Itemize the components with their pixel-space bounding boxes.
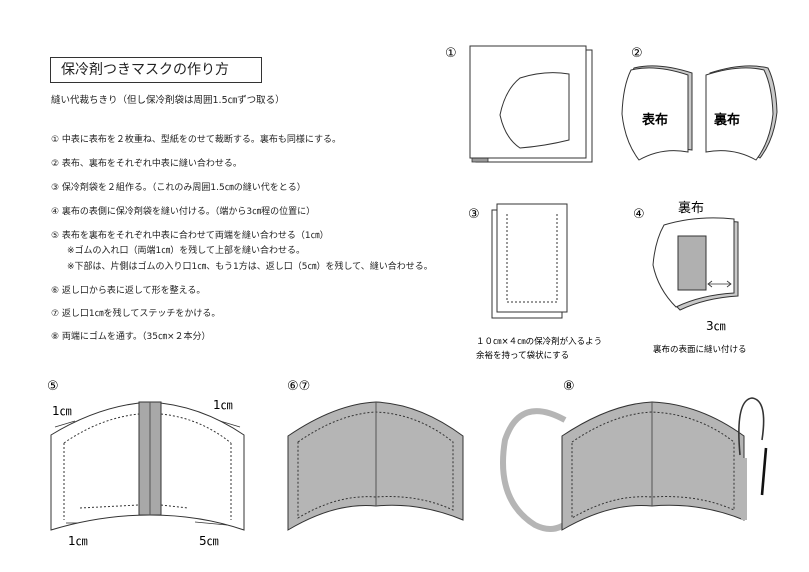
figure-2-number: ② (631, 46, 643, 61)
finished-mask-stitch (571, 411, 735, 519)
figure-4: ④ 裏布 3㎝ 裏布の表面に縫い付ける (633, 201, 747, 355)
lining-fabric-label: 裏布 (713, 112, 740, 128)
arrow-right-icon (726, 280, 732, 288)
step-1: ① 中表に表布を２枚重ね、型紙をのせて裁断する。裏布も同様にする。 (51, 135, 342, 145)
figure-3-caption-2: 余裕を持って袋状にする (476, 350, 569, 361)
figure-3: ③ １０㎝×４㎝の保冷剤が入るよう 余裕を持って袋状にする (468, 203, 602, 361)
step-5-note-1: ※ゴムの入れ口（両端1㎝）を残して上部を縫い合わせる。 (67, 246, 305, 256)
figure-5: ⑤ 1㎝ 1㎝ 1㎝ 5㎝ (47, 379, 245, 548)
paper-pattern (499, 72, 570, 149)
figure-4-number: ④ (633, 207, 645, 222)
dim-top-left-marker (54, 420, 76, 428)
figure-1: ① (445, 45, 593, 163)
figure-4-dimension: 3㎝ (706, 319, 726, 333)
step-3: ③ 保冷剤袋を２組作る。（これのみ周囲1.5㎝の縫い代をとる） (51, 183, 306, 193)
figure-4-lining-label: 裏布 (678, 201, 704, 216)
figure-8-number: ⑧ (563, 379, 575, 394)
lining-fabric-half (149, 401, 245, 531)
pouch-front-layer (496, 203, 568, 313)
step-4: ④ 裏布の表側に保冷剤袋を縫い付ける。（端から3㎝程の位置に） (51, 207, 316, 217)
page-title: 保冷剤つきマスクの作り方 (50, 57, 262, 83)
figure-6-7-number: ⑥⑦ (287, 379, 310, 394)
elastic-loop (500, 408, 573, 532)
step-7: ⑦ 返し口1㎝を残してステッチをかける。 (51, 309, 221, 319)
step-8: ⑧ 両端にゴムを通す。（35㎝×２本分） (51, 332, 211, 342)
dim-top-right-marker (219, 420, 241, 428)
figure-5-bottom-left-dim: 1㎝ (68, 534, 88, 548)
figure-1-number: ① (445, 46, 457, 61)
ice-pack-pouch (677, 235, 707, 291)
outer-fabric-half (50, 401, 151, 531)
figure-5-stitch-lines (63, 413, 232, 520)
figure-5-number: ⑤ (47, 379, 59, 394)
subtitle: 縫い代裁ちきり（但し保冷剤袋は周囲1.5㎝ずつ取る） (51, 95, 285, 106)
outer-fabric (621, 67, 689, 161)
arrow-left-icon (707, 280, 713, 288)
figure-3-caption-1: １０㎝×４㎝の保冷剤が入るよう (476, 336, 602, 347)
step-5: ⑤ 表布を裏布をそれぞれ中表に合わせて両端を縫い合わせる（1㎝） (51, 231, 329, 241)
figure-3-number: ③ (468, 207, 480, 222)
finished-mask-body (561, 401, 745, 531)
figure-4-caption: 裏布の表面に縫い付ける (653, 344, 747, 355)
step-2: ② 表布、裏布をそれぞれ中表に縫い合わせる。 (51, 159, 242, 169)
figure-5-top-left-dim: 1㎝ (52, 404, 72, 418)
dim-bottom-right-marker (194, 521, 228, 526)
step-5-note-2: ※下部は、片側はゴムの入り口1㎝、もう1方は、返し口（5㎝）を残して、縫い合わせ… (67, 262, 433, 272)
mask-stitch-line (297, 411, 454, 519)
needle-icon (760, 447, 768, 496)
pouch-stitch-line (506, 214, 558, 303)
figure-2: ② 表布 裏布 (621, 46, 778, 161)
step-6: ⑥ 返し口から表に返して形を整える。 (51, 286, 206, 296)
figure-8: ⑧ (500, 379, 768, 532)
figure-6-7: ⑥⑦ (287, 379, 464, 531)
figure-5-top-right-dim: 1㎝ (213, 398, 233, 412)
outer-fabric-label: 表布 (641, 112, 668, 128)
threading-tool (738, 397, 765, 456)
figure-5-bottom-right-dim: 5㎝ (199, 534, 219, 548)
lining-fabric (705, 67, 774, 161)
